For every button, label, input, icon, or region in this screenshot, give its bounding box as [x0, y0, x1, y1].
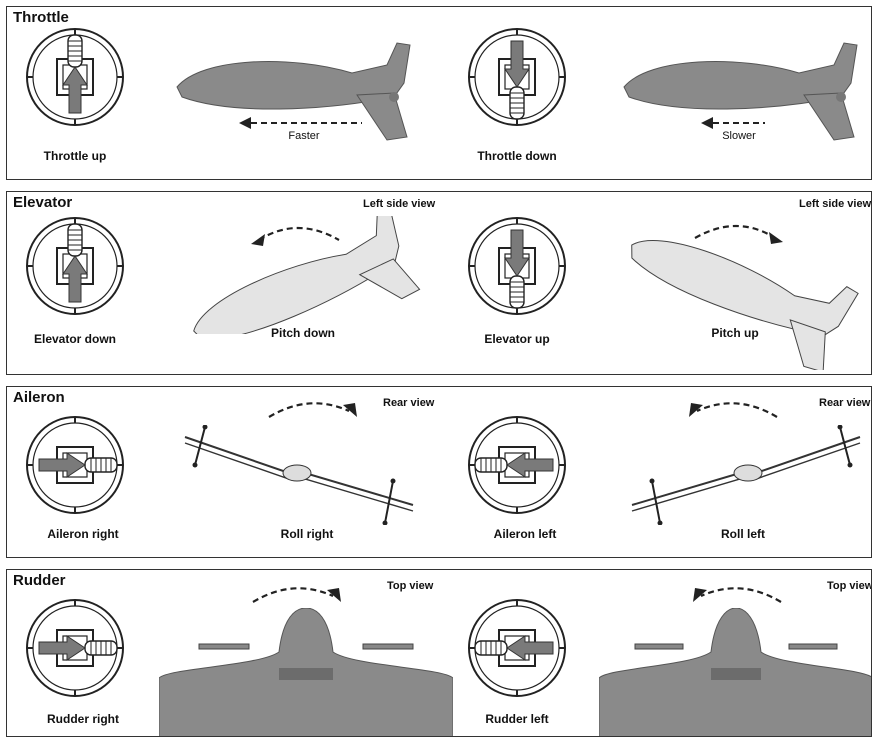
rudder-left-label: Rudder left — [485, 712, 548, 726]
aircraft-top-icon — [599, 608, 872, 737]
roll-right-arrow-icon — [263, 393, 363, 423]
view-label: Rear view — [383, 397, 434, 409]
panel-title: Throttle — [13, 9, 69, 26]
yaw-left-arrow-icon — [687, 578, 787, 608]
aileron-panel: Aileron Rear view Rear view Aileron righ… — [6, 386, 872, 558]
throttle-down-stick-icon — [467, 27, 567, 127]
roll-left-arrow-icon — [683, 393, 783, 423]
view-label: Top view — [387, 580, 433, 592]
aileron-left-stick-icon — [467, 415, 567, 515]
faster-label: Faster — [288, 130, 319, 142]
rudder-right-label: Rudder right — [47, 712, 119, 726]
faster-arrow-icon — [237, 115, 367, 131]
elevator-down-label: Elevator down — [34, 332, 116, 346]
yaw-right-arrow-icon — [247, 578, 347, 608]
rudder-left-stick-icon — [467, 598, 567, 698]
pitch-up-label: Pitch up — [711, 326, 758, 340]
aircraft-top-icon — [159, 608, 453, 737]
throttle-up-stick-icon — [25, 27, 125, 127]
view-label: Left side view — [363, 198, 435, 210]
slower-label: Slower — [722, 130, 756, 142]
throttle-down-label: Throttle down — [477, 149, 556, 163]
aircraft-rear-roll-right-icon — [177, 425, 422, 525]
slower-arrow-icon — [699, 115, 769, 131]
view-label: Left side view — [799, 198, 871, 210]
aileron-right-stick-icon — [25, 415, 125, 515]
aircraft-rear-roll-left-icon — [623, 425, 868, 525]
view-label: Top view — [827, 580, 872, 592]
panel-title: Aileron — [13, 389, 65, 406]
elevator-up-label: Elevator up — [484, 332, 549, 346]
pitch-down-label: Pitch down — [271, 326, 335, 340]
aircraft-pitch-up-icon — [613, 230, 871, 370]
roll-left-label: Roll left — [721, 527, 765, 541]
panel-title: Rudder — [13, 572, 66, 589]
aileron-right-label: Aileron right — [47, 527, 118, 541]
throttle-up-label: Throttle up — [44, 149, 107, 163]
view-label: Rear view — [819, 397, 870, 409]
elevator-panel: Elevator Left side view Left side view E… — [6, 191, 872, 375]
aileron-left-label: Aileron left — [494, 527, 557, 541]
elevator-down-stick-icon — [25, 216, 125, 316]
throttle-panel: Throttle Throttle up Faster Throttle dow… — [6, 6, 872, 180]
elevator-up-stick-icon — [467, 216, 567, 316]
panel-title: Elevator — [13, 194, 72, 211]
roll-right-label: Roll right — [281, 527, 334, 541]
rudder-panel: Rudder Top view Top view Rudder right Ru… — [6, 569, 872, 737]
rudder-right-stick-icon — [25, 598, 125, 698]
aircraft-pitch-down-icon — [175, 216, 435, 334]
